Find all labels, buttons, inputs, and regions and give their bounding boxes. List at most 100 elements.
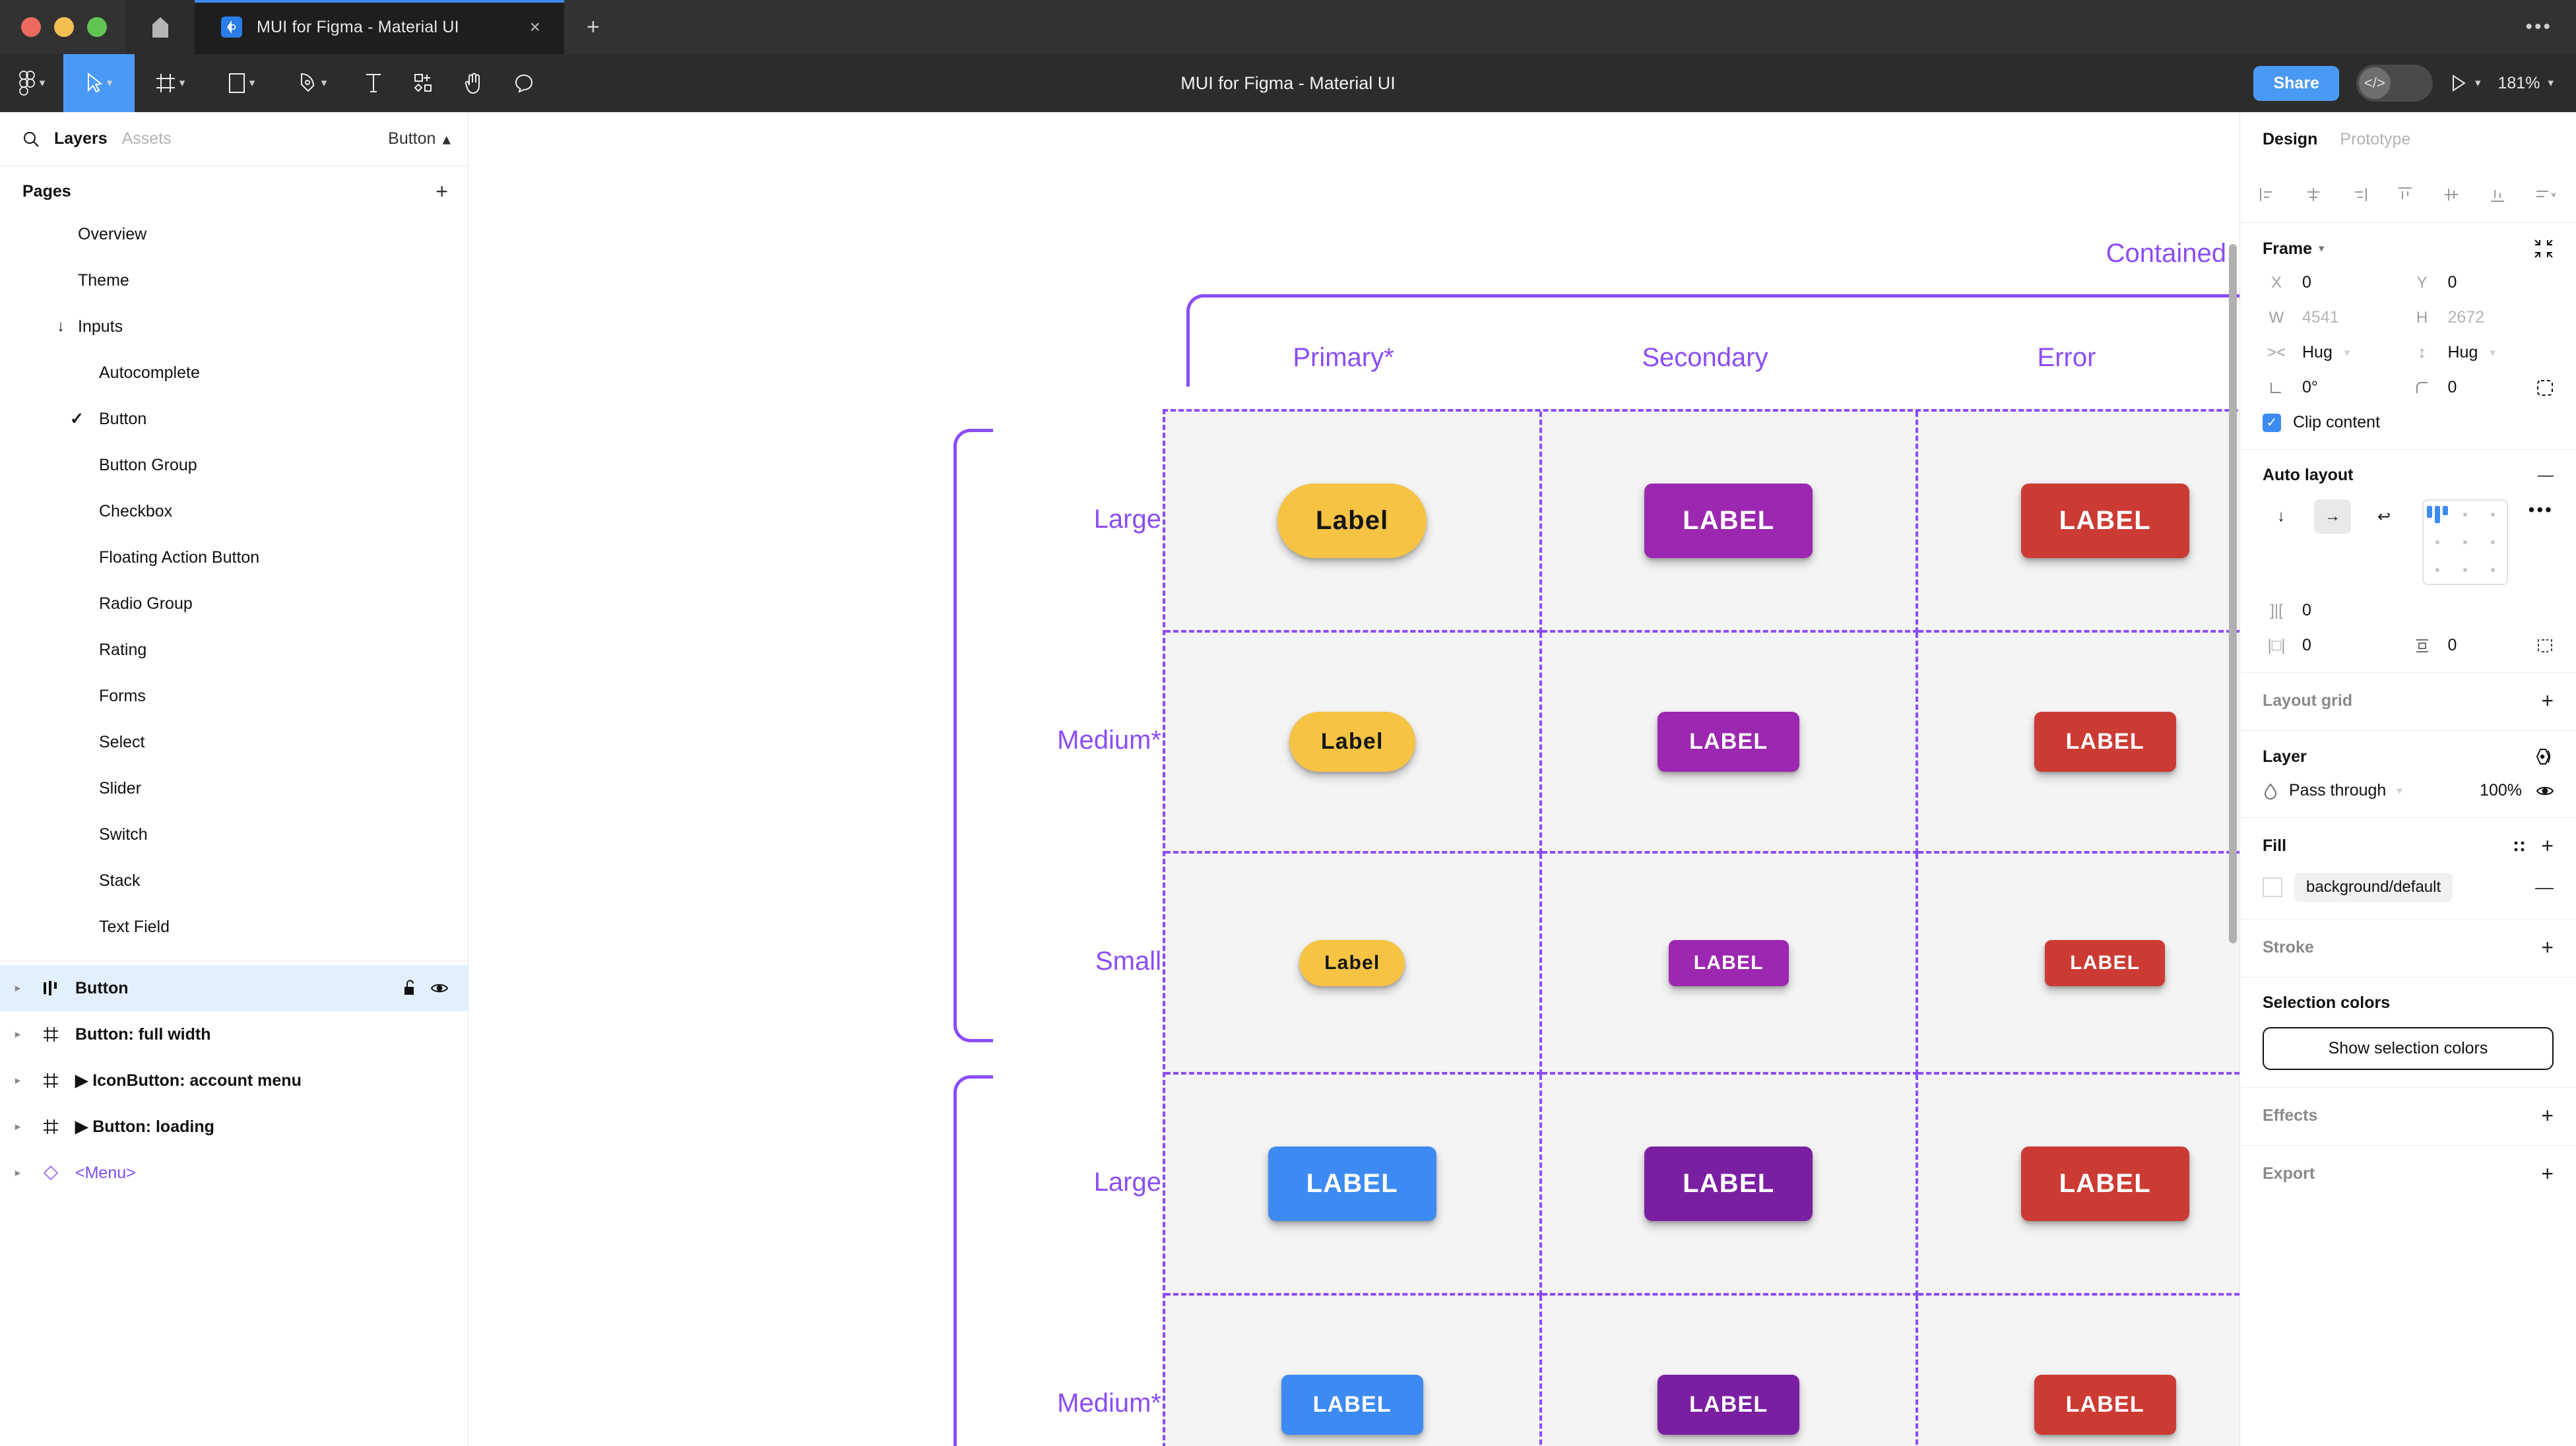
expand-arrow-icon[interactable]: ▸ [15, 1028, 21, 1040]
align-right-icon[interactable] [2351, 186, 2368, 203]
tab-layers[interactable]: Layers [54, 129, 108, 148]
share-button[interactable]: Share [2253, 65, 2339, 101]
material-button[interactable]: LABEL [2020, 484, 2189, 558]
page-item-overview[interactable]: Overview [0, 211, 468, 257]
blend-mode-value[interactable]: Pass through [2289, 781, 2387, 800]
material-button[interactable]: LABEL [2045, 939, 2166, 986]
present-button[interactable]: ▾ [2450, 74, 2481, 92]
align-dot[interactable] [2463, 568, 2467, 572]
page-item-switch[interactable]: Switch [0, 811, 468, 858]
corner-radius-field[interactable]: 0 [2408, 378, 2554, 397]
shape-tool-icon[interactable]: ▾ [206, 54, 277, 112]
page-item-stack[interactable]: Stack [0, 858, 468, 904]
auto-layout-more-icon[interactable]: ••• [2528, 499, 2554, 520]
material-button[interactable]: LABEL [1668, 939, 1789, 986]
text-tool-icon[interactable] [348, 54, 399, 112]
minimize-window-button[interactable] [54, 17, 74, 37]
opacity-value[interactable]: 100% [2480, 781, 2522, 800]
page-item-autocomplete[interactable]: Autocomplete [0, 350, 468, 396]
material-button[interactable]: LABEL [1658, 1375, 1800, 1435]
page-item-forms[interactable]: Forms [0, 673, 468, 719]
browser-menu-icon[interactable]: ••• [2525, 16, 2552, 38]
align-vertical-center-icon[interactable] [2443, 186, 2460, 203]
material-button[interactable]: LABEL [1644, 484, 1813, 558]
tab-design[interactable]: Design [2263, 129, 2318, 148]
clip-content-row[interactable]: ✓ Clip content [2263, 413, 2554, 432]
rotation-field[interactable]: 0° [2263, 378, 2408, 397]
frame-resize-icon[interactable] [2534, 239, 2554, 259]
remove-fill-button[interactable]: — [2535, 877, 2554, 897]
layer-row[interactable]: ▸ <Menu> [0, 1150, 468, 1196]
direction-horizontal-icon[interactable]: → [2314, 499, 2351, 534]
layer-row[interactable]: ▸ Button: full width [0, 1011, 468, 1057]
clip-content-checkbox[interactable]: ✓ [2263, 413, 2281, 432]
expand-arrow-icon[interactable]: ▸ [15, 982, 21, 994]
frame-tool-icon[interactable]: ▾ [135, 54, 206, 112]
material-button[interactable]: LABEL [2020, 1147, 2189, 1221]
independent-corners-icon[interactable] [2536, 379, 2554, 396]
material-button[interactable]: LABEL [1281, 1375, 1423, 1435]
frame-y-field[interactable]: Y 0 [2408, 273, 2554, 292]
unlock-icon[interactable] [403, 980, 418, 997]
page-item-rating[interactable]: Rating [0, 627, 468, 673]
comment-tool-icon[interactable] [499, 54, 549, 112]
direction-vertical-icon[interactable]: ↓ [2277, 507, 2285, 525]
resources-tool-icon[interactable] [399, 54, 449, 112]
layer-style-icon[interactable] [2534, 747, 2554, 767]
padding-vertical-field[interactable]: 0 [2408, 636, 2554, 655]
eye-icon[interactable] [2536, 784, 2554, 798]
align-horizontal-center-icon[interactable] [2305, 186, 2322, 203]
design-canvas[interactable]: Contained Primary* Secondary Error Warni… [468, 112, 2239, 1446]
add-export-button[interactable]: + [2541, 1162, 2554, 1185]
expand-arrow-icon[interactable]: ▸ [15, 1074, 21, 1086]
page-item-text-field[interactable]: Text Field [0, 904, 468, 950]
direction-wrap-icon[interactable]: ↩ [2377, 507, 2391, 526]
material-button[interactable]: LABEL [2034, 1375, 2176, 1435]
expand-arrow-icon[interactable]: ▸ [15, 1166, 21, 1179]
add-stroke-button[interactable]: + [2541, 935, 2554, 959]
frame-title-contained[interactable]: Contained [2106, 239, 2226, 268]
align-bottom-icon[interactable] [2489, 186, 2506, 203]
fill-color-swatch[interactable] [2263, 877, 2282, 897]
add-page-button[interactable]: + [435, 179, 448, 203]
page-item-slider[interactable]: Slider [0, 765, 468, 811]
browser-tab[interactable]: MUI for Figma - Material UI × [195, 0, 564, 54]
add-effect-button[interactable]: + [2541, 1104, 2554, 1127]
horizontal-resizing-field[interactable]: >< Hug ▾ [2263, 343, 2408, 362]
zoom-level-control[interactable]: 181% ▾ [2498, 74, 2554, 93]
layer-row[interactable]: ▸ ▶ IconButton: account menu [0, 1057, 468, 1104]
page-selector[interactable]: Button ▴ [388, 129, 451, 149]
align-dot[interactable] [2491, 540, 2495, 544]
eye-icon[interactable] [431, 982, 448, 995]
canvas-scrollbar[interactable] [2229, 244, 2237, 943]
align-dot[interactable] [2463, 540, 2467, 544]
close-icon[interactable]: × [529, 16, 540, 37]
frame-x-field[interactable]: X 0 [2263, 273, 2408, 292]
tab-prototype[interactable]: Prototype [2340, 129, 2411, 148]
move-tool-icon[interactable]: ▾ [63, 54, 135, 112]
align-dot[interactable] [2435, 540, 2439, 544]
show-selection-colors-button[interactable]: Show selection colors [2263, 1027, 2554, 1070]
close-window-button[interactable] [21, 17, 41, 37]
material-button[interactable]: Label [1299, 939, 1405, 986]
remove-auto-layout-button[interactable]: — [2538, 466, 2554, 484]
material-button[interactable]: LABEL [2034, 712, 2176, 772]
page-item-button[interactable]: ✓ Button [0, 396, 468, 442]
add-fill-button[interactable]: + [2541, 834, 2554, 858]
page-item-radio-group[interactable]: Radio Group [0, 581, 468, 627]
hand-tool-icon[interactable] [449, 54, 499, 112]
page-item-select[interactable]: Select [0, 719, 468, 765]
new-tab-button[interactable]: + [587, 15, 600, 40]
figma-menu-icon[interactable]: ▾ [0, 54, 63, 112]
add-layout-grid-button[interactable]: + [2541, 689, 2554, 712]
page-item-floating-action-button[interactable]: Floating Action Button [0, 534, 468, 581]
page-item-button-group[interactable]: Button Group [0, 442, 468, 488]
alignment-pad[interactable] [2422, 499, 2508, 585]
page-item-checkbox[interactable]: Checkbox [0, 488, 468, 534]
tab-assets[interactable]: Assets [121, 129, 172, 148]
align-top-icon[interactable] [2397, 186, 2414, 203]
home-button[interactable] [125, 0, 195, 54]
page-item-inputs[interactable]: ↓ Inputs [0, 303, 468, 350]
chevron-down-icon[interactable]: ▾ [2319, 242, 2325, 255]
individual-padding-icon[interactable] [2536, 637, 2554, 654]
